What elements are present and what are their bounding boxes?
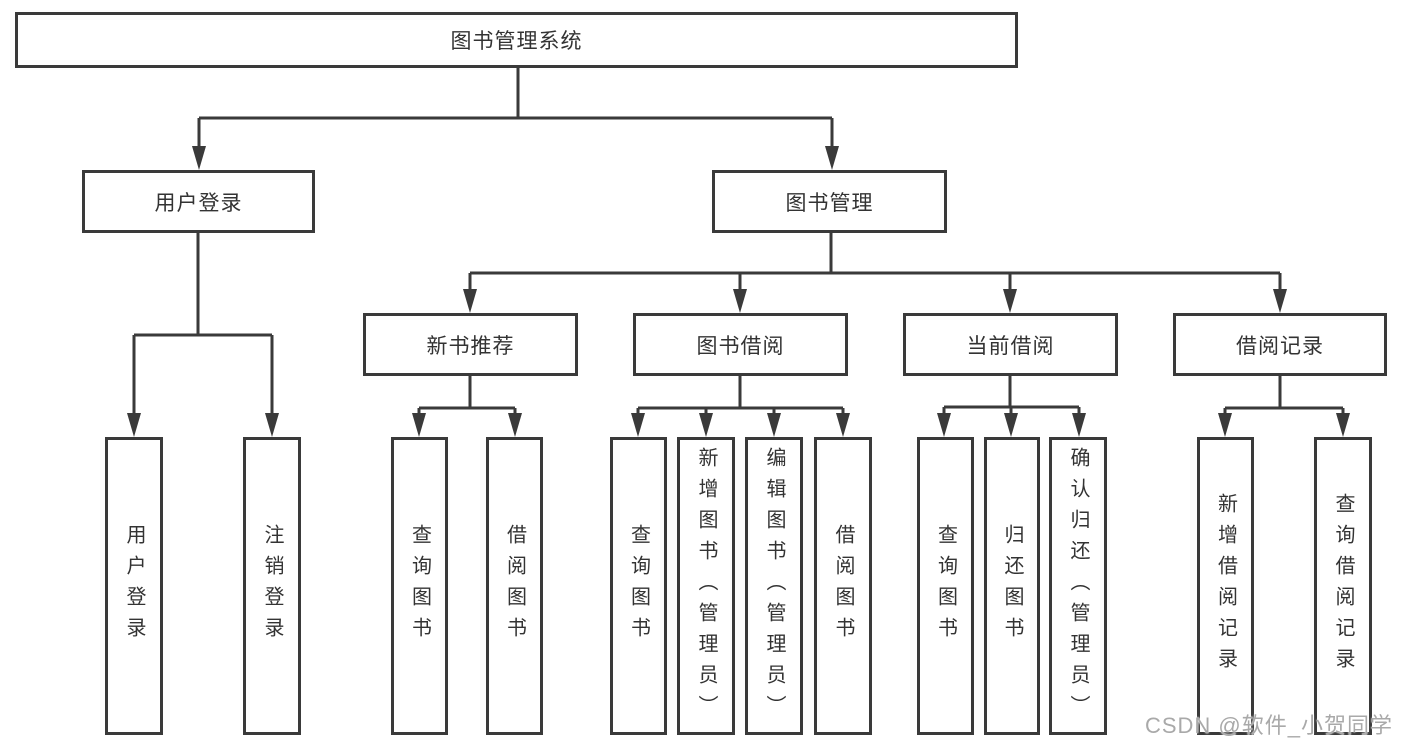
leaf-query-books-borrowing: 查询图书 (610, 437, 667, 735)
node-book-management: 图书管理 (712, 170, 947, 233)
leaf-borrow-books-borrowing-label: 借阅图书 (832, 524, 854, 648)
leaf-borrow-books-borrowing: 借阅图书 (814, 437, 872, 735)
leaf-add-books-admin: 新增图书（管理员） (677, 437, 735, 735)
leaf-query-books-recommend-label: 查询图书 (408, 524, 431, 648)
leaf-confirm-return-admin: 确认归还（管理员） (1049, 437, 1107, 735)
watermark-text: CSDN @软件_小贺同学 (1144, 713, 1393, 738)
node-new-book-recommendation: 新书推荐 (363, 313, 578, 376)
node-book-borrowing: 图书借阅 (633, 313, 848, 376)
leaf-logout: 注销登录 (243, 437, 301, 735)
leaf-borrow-books-recommend: 借阅图书 (486, 437, 543, 735)
leaf-confirm-return-admin-label: 确认归还（管理员） (1067, 446, 1089, 726)
node-user-login: 用户登录 (82, 170, 315, 233)
leaf-add-borrow-record-label: 新增借阅记录 (1214, 493, 1237, 679)
leaf-edit-books-admin-label: 编辑图书（管理员） (763, 446, 785, 726)
node-library-management-system: 图书管理系统 (15, 12, 1018, 68)
leaf-query-books-current-label: 查询图书 (934, 524, 957, 648)
leaf-return-books: 归还图书 (984, 437, 1040, 735)
leaf-user-login-label: 用户登录 (123, 524, 145, 648)
node-borrowing-records: 借阅记录 (1173, 313, 1387, 376)
node-current-borrowing: 当前借阅 (903, 313, 1118, 376)
leaf-query-borrow-record-label: 查询借阅记录 (1332, 493, 1354, 679)
leaf-user-login: 用户登录 (105, 437, 163, 735)
leaf-add-books-admin-label: 新增图书（管理员） (695, 446, 717, 726)
leaf-edit-books-admin: 编辑图书（管理员） (745, 437, 803, 735)
leaf-query-books-current: 查询图书 (917, 437, 974, 735)
leaf-query-books-borrowing-label: 查询图书 (627, 524, 650, 648)
leaf-logout-label: 注销登录 (261, 524, 283, 648)
leaf-add-borrow-record: 新增借阅记录 (1197, 437, 1254, 735)
leaf-borrow-books-recommend-label: 借阅图书 (503, 524, 526, 648)
leaf-query-borrow-record: 查询借阅记录 (1314, 437, 1372, 735)
leaf-query-books-recommend: 查询图书 (391, 437, 448, 735)
leaf-return-books-label: 归还图书 (1001, 524, 1023, 648)
